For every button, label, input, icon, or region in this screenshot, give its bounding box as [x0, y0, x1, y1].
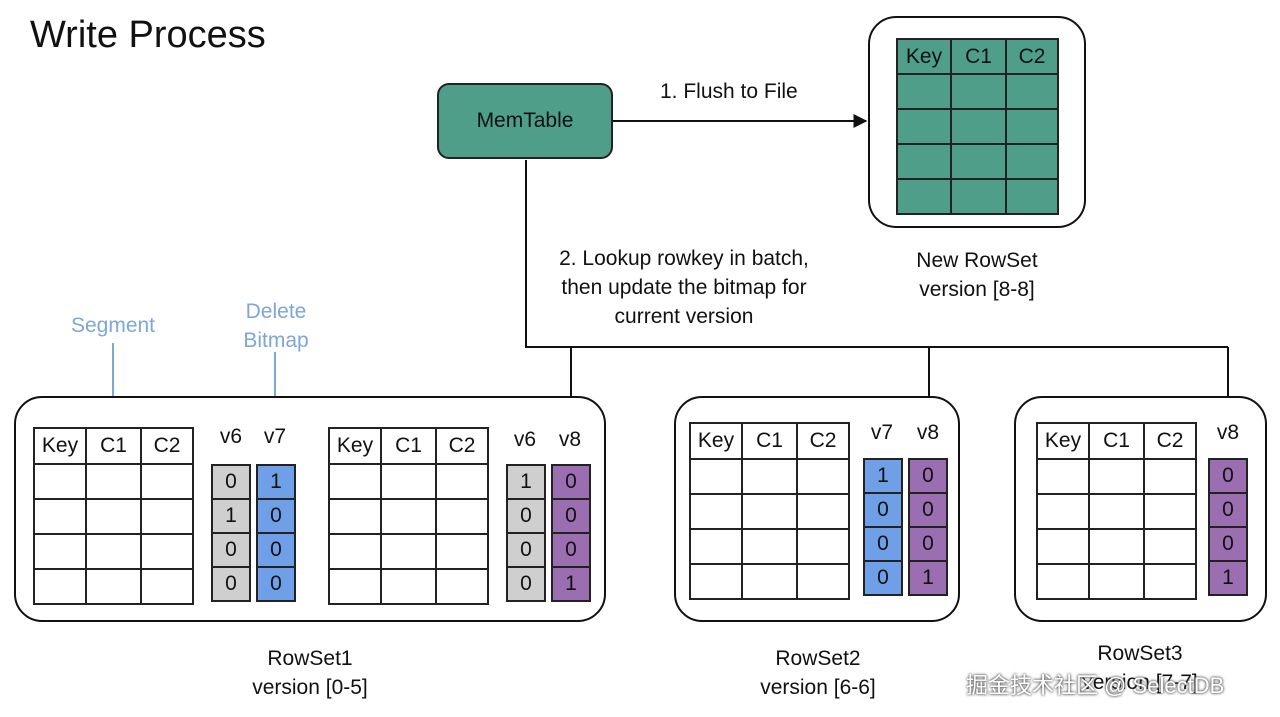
bitmap-cell: 1: [863, 458, 903, 494]
new-rowset-caption: New RowSet version [8-8]: [916, 249, 1038, 301]
bitmap-cell: 0: [506, 532, 546, 568]
rowset2-v7-bitmap: 1 0 0 0: [863, 458, 903, 596]
rowset3-v8-bitmap: 0 0 0 1: [1208, 458, 1248, 596]
rowset1-segment2-table: Key C1 C2: [328, 427, 489, 605]
rowset2-v8-header: v8: [916, 421, 940, 444]
bitmap-cell: 0: [1208, 492, 1248, 528]
rowset3-table: Key C1 C2: [1036, 422, 1197, 600]
bitmap-cell: 0: [506, 498, 546, 534]
bitmap-cell: 0: [908, 526, 948, 562]
bitmap-cell: 0: [1208, 526, 1248, 562]
rowset2-table: Key C1 C2: [689, 422, 850, 600]
flush-label: 1. Flush to File: [660, 80, 798, 103]
bitmap-cell: 0: [256, 532, 296, 568]
bitmap-cell: 0: [863, 526, 903, 562]
bitmap-cell: 0: [908, 492, 948, 528]
rowset1-seg1-v7-header: v7: [263, 425, 287, 448]
bitmap-cell: 0: [863, 492, 903, 528]
bitmap-cell: 0: [256, 566, 296, 602]
rowset1-seg1-v7-bitmap: 1 0 0 0: [256, 464, 296, 602]
rowset1-seg2-v8-bitmap: 0 0 0 1: [551, 464, 591, 602]
new-rowset-table: Key C1 C2: [896, 38, 1059, 215]
rowset1-seg1-v6-header: v6: [219, 425, 243, 448]
bitmap-cell: 0: [908, 458, 948, 494]
lookup-label: 2. Lookup rowkey in batch, then update t…: [559, 247, 809, 328]
bitmap-cell: 0: [863, 560, 903, 596]
rowset1-seg1-v6-bitmap: 0 1 0 0: [211, 464, 251, 602]
rowset1-seg2-v8-header: v8: [558, 428, 582, 451]
bitmap-cell: 0: [211, 532, 251, 568]
rowset2-v8-bitmap: 0 0 0 1: [908, 458, 948, 596]
bitmap-cell: 0: [1208, 458, 1248, 494]
bitmap-cell: 1: [256, 464, 296, 500]
delete-bitmap-annotation: Delete Bitmap: [243, 300, 309, 352]
lookup-connector: [525, 160, 1228, 348]
rowset2-caption: RowSet2 version [6-6]: [760, 647, 876, 699]
bitmap-cell: 1: [211, 498, 251, 534]
bitmap-cell: 1: [1208, 560, 1248, 596]
bitmap-cell: 0: [256, 498, 296, 534]
page-title: Write Process: [30, 14, 266, 56]
rowset1-seg2-v6-bitmap: 1 0 0 0: [506, 464, 546, 602]
rowset2-v7-header: v7: [870, 421, 894, 444]
bitmap-cell: 1: [506, 464, 546, 500]
rowset1-segment1-table: Key C1 C2: [33, 427, 194, 605]
rowset3-caption: RowSet3 version [7-7]: [1082, 642, 1198, 694]
watermark: 掘金技术社区 @ SelectDB: [966, 673, 1225, 698]
rowset1-seg2-v6-header: v6: [513, 428, 537, 451]
bitmap-cell: 0: [551, 464, 591, 500]
rowset1-caption: RowSet1 version [0-5]: [252, 647, 368, 699]
bitmap-cell: 0: [211, 464, 251, 500]
rowset3-v8-header: v8: [1216, 421, 1240, 444]
bitmap-cell: 1: [551, 566, 591, 602]
bitmap-cell: 0: [551, 532, 591, 568]
bitmap-cell: 0: [506, 566, 546, 602]
segment-annotation: Segment: [70, 314, 156, 337]
bitmap-cell: 1: [908, 560, 948, 596]
bitmap-cell: 0: [211, 566, 251, 602]
bitmap-cell: 0: [551, 498, 591, 534]
memtable-node: MemTable: [437, 83, 613, 159]
